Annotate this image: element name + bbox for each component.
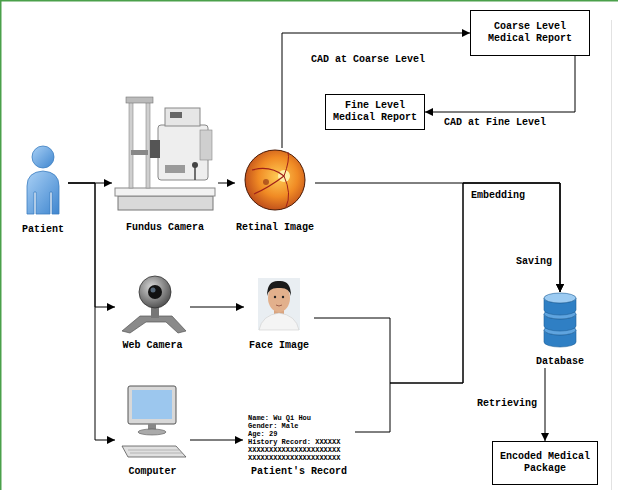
connector-arrow	[68, 183, 115, 307]
retinal-picture-part	[254, 176, 284, 194]
image-node: Face Image	[244, 276, 314, 352]
face-photo-part	[259, 313, 299, 330]
caption-text: Patient	[22, 224, 64, 236]
device-node: Web Camera	[115, 272, 190, 352]
patient-icon-part	[32, 146, 54, 168]
fundus-camera-picture-part	[115, 188, 215, 196]
computer-picture-part	[122, 446, 186, 457]
fundus-camera-picture	[115, 97, 215, 210]
patient-node: Patient	[18, 140, 68, 236]
connector-arrow	[355, 183, 560, 432]
face-photo-part	[276, 305, 282, 306]
patient-icon	[27, 146, 59, 214]
caption-text: Database	[536, 356, 584, 368]
retinal-picture-part	[284, 176, 289, 207]
web-camera-picture-part	[151, 288, 156, 293]
caption-text: Web Camera	[122, 340, 182, 352]
patient-icon-part	[27, 171, 59, 214]
package-box: Encoded Medical Package	[492, 441, 598, 485]
computer-picture-part	[132, 390, 172, 419]
fundus-camera-picture-part	[146, 102, 150, 188]
connector-arrow	[68, 183, 115, 440]
retinal-picture-part	[263, 179, 269, 185]
image-node: Retinal Image	[235, 148, 315, 234]
record-text: History Record: XXXXXX XXXXXXXXXXXXXXXXX…	[243, 438, 355, 462]
retinal-picture	[245, 150, 305, 210]
connector-arrow	[425, 56, 575, 112]
connector-arrow	[545, 368, 546, 441]
record-text: Gender: Male	[243, 422, 355, 430]
face-photo	[258, 278, 300, 330]
page-border-part	[0, 0, 618, 2]
retinal-picture-part	[252, 168, 284, 176]
page-border-part	[611, 20, 612, 490]
caption-text: Computer	[128, 466, 176, 478]
web-camera-picture-part	[148, 285, 162, 299]
edge-label: Retrieving	[476, 398, 538, 410]
computer-picture-part	[128, 386, 176, 424]
web-camera-picture-part	[139, 276, 171, 308]
web-camera-picture	[122, 276, 186, 333]
page-border-part	[0, 0, 2, 490]
face-photo-part	[282, 296, 284, 298]
edge-label: Saving	[515, 256, 553, 268]
caption-text: Fundus Camera	[126, 222, 204, 234]
retinal-picture-part	[245, 150, 305, 210]
fundus-camera-picture-part	[129, 102, 133, 188]
fundus-camera-picture-part	[192, 162, 198, 168]
fundus-camera-picture-part	[170, 112, 182, 118]
connector-arrow	[282, 33, 470, 148]
fundus-camera-picture-part	[150, 140, 160, 158]
record-node: Name: Wu Qi HouGender: MaleAge: 29Histor…	[243, 414, 355, 478]
database-icon	[544, 293, 576, 347]
device-node: Fundus Camera	[112, 92, 218, 234]
box-text: Fine Level Medical Report	[330, 100, 420, 124]
edge-label: Embedding	[470, 190, 526, 202]
database-icon-part	[544, 293, 576, 303]
caption-text: Patient's Record	[251, 466, 347, 478]
caption-text: Face Image	[249, 340, 309, 352]
fundus-camera-picture-part	[118, 196, 213, 210]
face-photo-part	[258, 278, 300, 330]
caption-text: Retinal Image	[236, 222, 314, 234]
computer-picture-part	[138, 429, 166, 435]
face-photo-part	[267, 281, 291, 296]
fundus-camera-picture-part	[131, 150, 148, 155]
connector-arrow	[315, 183, 560, 292]
fundus-camera-picture-part	[165, 108, 200, 126]
connector-arrow	[190, 307, 244, 308]
connector-arrow	[218, 183, 235, 184]
retinal-picture-part	[284, 152, 289, 176]
record-text: Name: Wu Qi Hou	[243, 414, 355, 422]
fundus-camera-picture-part	[126, 97, 153, 103]
computer-picture-part	[128, 450, 179, 451]
connector-arrow	[190, 440, 243, 441]
device-node: Computer	[115, 382, 190, 478]
edge-label: CAD at Fine Level	[443, 117, 547, 129]
fundus-camera-picture-part	[165, 165, 185, 173]
box-text: Coarse Level Medical Report	[475, 21, 585, 45]
web-camera-picture-part	[122, 316, 186, 333]
database-node: Database	[530, 292, 590, 368]
report-box: Fine Level Medical Report	[325, 94, 425, 130]
computer-picture-part	[130, 453, 182, 454]
report-box: Coarse Level Medical Report	[470, 10, 590, 56]
computer-picture	[122, 386, 186, 457]
connector-arrow	[314, 183, 560, 383]
fundus-camera-picture-part	[200, 130, 212, 160]
box-text: Encoded Medical Package	[497, 451, 593, 475]
edge-label: CAD at Coarse Level	[310, 54, 426, 66]
fundus-camera-picture-part	[194, 167, 196, 180]
face-photo-part	[274, 296, 276, 298]
record-text: Age: 29	[243, 430, 355, 438]
